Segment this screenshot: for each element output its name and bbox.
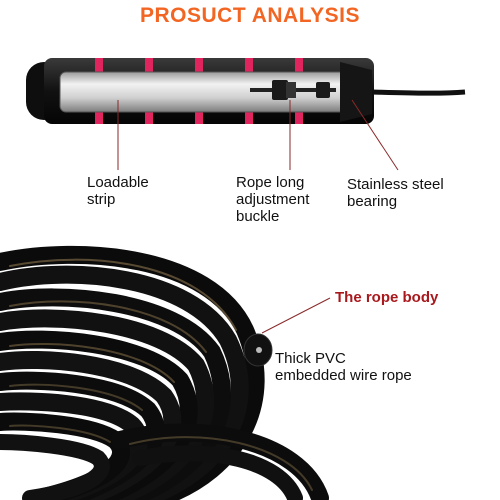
rope-cut-end: [243, 333, 273, 367]
jump-rope-handle: [26, 58, 466, 124]
adjustment-buckle-label: Rope long adjustment buckle: [236, 174, 310, 225]
rope-body-title: The rope body: [335, 289, 439, 306]
steel-bearing-label: Stainless steel bearing: [347, 176, 444, 210]
handle-cable: [371, 89, 466, 96]
page-title: PROSUCT ANALYSIS: [140, 4, 360, 27]
coiled-rope: [0, 245, 329, 500]
rope-description-label: Thick PVC embedded wire rope: [275, 350, 412, 384]
leader-lines: [117, 99, 399, 334]
adjustment-buckle: [250, 80, 336, 100]
handle-right-cap: [340, 62, 372, 122]
loadable-strip-label: Loadable strip: [87, 174, 149, 208]
